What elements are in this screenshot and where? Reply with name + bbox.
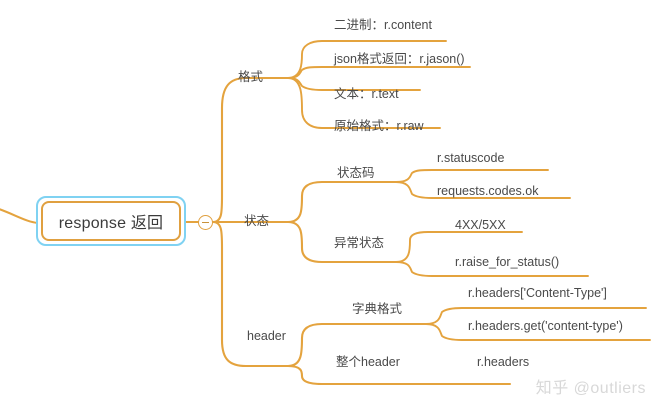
branch-label-dict-format[interactable]: 字典格式 xyxy=(352,302,403,316)
leaf-label-4xx-5xx[interactable]: 4XX/5XX xyxy=(455,218,506,232)
leaf-label-json[interactable]: json格式返回：r.jason() xyxy=(334,52,465,66)
edge-toggle-to-format xyxy=(211,76,290,224)
minus-icon[interactable] xyxy=(198,215,213,230)
leaf-label-headers-content-type[interactable]: r.headers['Content-Type'] xyxy=(468,286,607,300)
leaf-label-r-headers[interactable]: r.headers xyxy=(477,355,530,369)
branch-label-header[interactable]: header xyxy=(247,329,286,343)
leaf-label-headers-get-content-type[interactable]: r.headers.get('content-type') xyxy=(468,319,623,333)
branch-label-status-code[interactable]: 状态码 xyxy=(337,166,375,180)
leaf-label-requests-codes-ok[interactable]: requests.codes.ok xyxy=(437,184,539,198)
branch-label-status[interactable]: 状态 xyxy=(244,214,270,228)
edge-status-to-statuscode xyxy=(286,180,398,224)
edge-format-to-json xyxy=(287,66,471,79)
watermark: 知乎 @outliers xyxy=(535,380,646,397)
edge-toggle-to-header xyxy=(211,220,290,368)
edge-incoming-left xyxy=(0,208,40,225)
root-node[interactable]: response 返回 xyxy=(36,196,186,246)
leaf-label-text[interactable]: 文本：r.text xyxy=(334,87,399,101)
leaf-label-binary[interactable]: 二进制：r.content xyxy=(334,18,432,32)
root-node-label: response 返回 xyxy=(58,215,164,232)
leaf-label-raise-for-status[interactable]: r.raise_for_status() xyxy=(455,255,560,269)
branch-label-format[interactable]: 格式 xyxy=(238,70,264,84)
branch-label-exception-status[interactable]: 异常状态 xyxy=(334,236,385,250)
minus-icon-dash xyxy=(202,221,209,224)
branch-label-whole-header[interactable]: 整个header xyxy=(336,355,400,369)
edge-statuscode-to-r-statuscode xyxy=(395,169,549,183)
root-node-inner: response 返回 xyxy=(41,201,181,241)
leaf-label-raw[interactable]: 原始格式：r.raw xyxy=(334,119,424,133)
leaf-label-r-statuscode[interactable]: r.statuscode xyxy=(437,151,505,165)
